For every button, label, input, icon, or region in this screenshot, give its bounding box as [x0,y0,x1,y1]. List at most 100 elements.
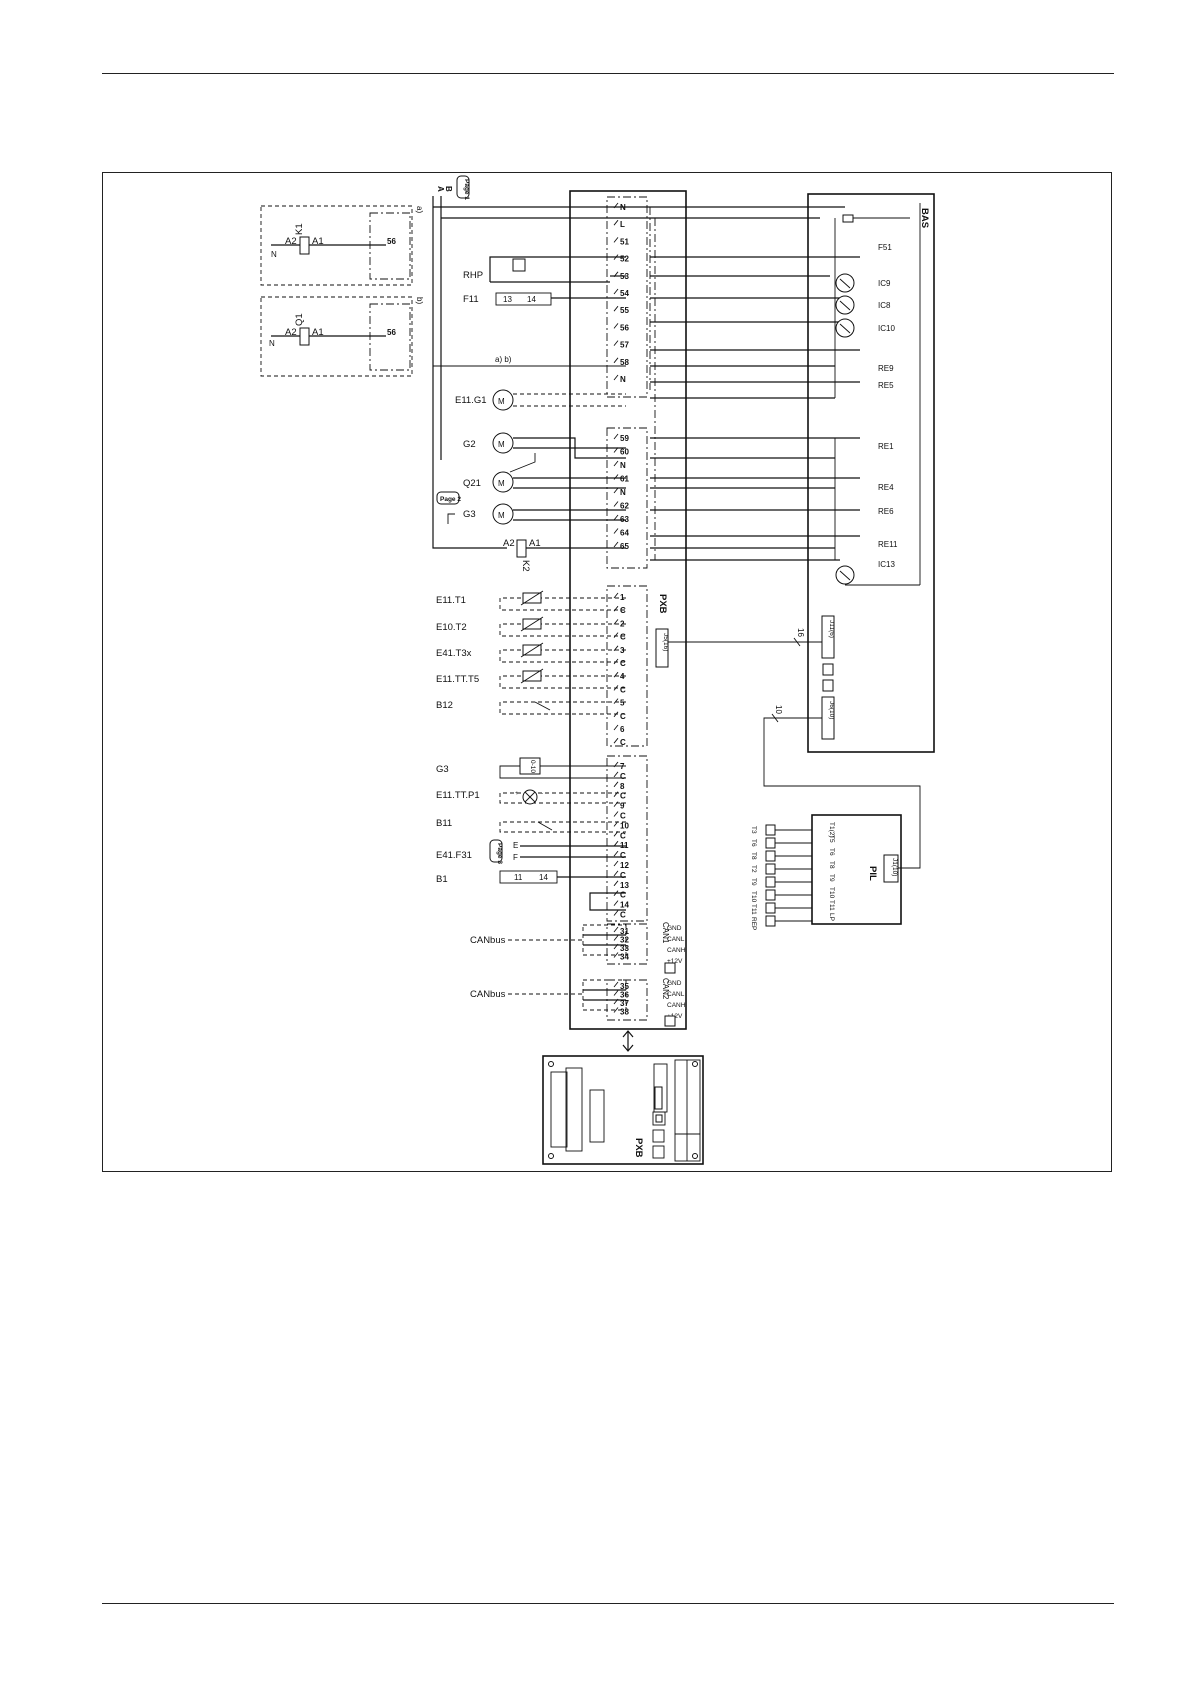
strip-to-bas-wires [650,218,860,561]
svg-text:B1: B1 [436,874,448,885]
svg-text:E11.TT.T5: E11.TT.T5 [436,674,479,685]
svg-text:B12: B12 [436,700,453,711]
terminal-sensor-3: C [620,633,626,642]
svg-text:Page 3: Page 3 [496,843,503,864]
terminal-io-15: C [620,911,626,920]
pil-sensor-3 [765,863,776,875]
terminal-top-tick-9 [613,357,619,364]
pil-sensor-7 [765,915,776,927]
terminal-sensor-tick-10 [613,724,619,731]
terminal-io-tick-12 [613,880,619,887]
terminal-io-tick-7 [613,831,619,837]
terminal-sensor-0: 1 [620,593,625,602]
terminal-mid-7: 64 [620,529,629,538]
svg-text:E41.T3x: E41.T3x [436,648,472,659]
pil-sensor-4 [765,876,776,888]
bas-item-ic10: IC10 [878,324,895,333]
can2-signal-0: GND [667,980,682,987]
pil-right-7: LP [828,913,835,921]
terminal-io-7: C [620,831,626,840]
svg-text:E11.T1: E11.T1 [436,595,466,606]
svg-text:14: 14 [527,295,536,304]
terminal-sensor-7: C [620,685,626,694]
svg-text:16: 16 [796,628,805,637]
bas-board: BAS J11(6) J6(10) [807,193,935,753]
pxb-conn: J5(16) [662,633,669,651]
bas-item-re4: RE4 [878,483,894,492]
pil-left-7: REP [750,917,757,930]
terminal-top-tick-7 [613,323,619,329]
terminal-mid-1: 60 [620,448,629,457]
terminal-mid-tick-0 [613,433,619,440]
svg-text:E: E [513,841,518,850]
terminal-sensor-2: 2 [620,619,625,628]
terminal-io-9: C [620,851,626,860]
pil-left-5: T10 [750,891,757,903]
pxb-board: PXB [542,1030,704,1165]
wire-a-label: A [436,186,445,192]
terminal-io-13: C [620,891,626,900]
terminal-io-tick-8 [613,840,619,847]
terminal-io-tick-10 [613,860,619,867]
label-rhp: RHP [463,270,483,281]
can2-signal-2: CANH [667,1002,686,1009]
bas-item-re6: RE6 [878,507,894,516]
terminal-top-3: 52 [620,255,629,264]
pil-sensor-6 [765,902,776,914]
terminal-top-7: 56 [620,323,629,332]
terminal-sensor-5: C [620,659,626,668]
svg-text:E10.T2: E10.T2 [436,622,467,633]
svg-text:M: M [498,397,505,406]
relay-k1-a2: A2 [285,236,297,247]
svg-text:Page 1: Page 1 [463,179,470,200]
terminal-io-11: C [620,871,626,880]
terminal-mid-tick-8 [613,541,619,548]
terminal-can1-0: 31 [620,927,629,936]
svg-text:Page 2: Page 2 [440,496,461,503]
terminal-mid-tick-1 [613,447,619,453]
terminal-io-tick-3 [613,791,619,797]
svg-text:+: + [515,790,519,797]
relay-q1-name: Q1 [294,313,305,326]
terminal-io-tick-13 [613,890,619,896]
pil-right-4: T9 [828,874,835,882]
relay-k1-name: K1 [294,223,305,235]
terminal-io-tick-4 [613,801,619,807]
svg-text:A2: A2 [285,327,297,338]
terminal-sensor-tick-4 [613,645,619,652]
terminal-sensor-tick-8 [613,698,619,704]
pil-left-1: T6 [750,839,757,847]
terminal-top-10: N [620,375,626,384]
canbus-group: CANbus CANbus [470,924,627,1011]
relay-k1-n: N [271,250,277,259]
pxb-label: PXB [657,594,668,614]
terminal-io-14: 14 [620,901,629,910]
terminal-top-tick-8 [613,340,619,346]
pil-left-6: T11 [750,904,757,915]
terminal-sensor-tick-7 [613,685,619,691]
svg-text:CANbus: CANbus [470,935,506,946]
relay-k1-a1: A1 [312,236,324,247]
wire-b-label: B [444,186,453,192]
terminal-top-4: 53 [620,272,629,281]
terminal-sensor-11: C [620,738,626,747]
terminal-labels: NL5152535455565758N5960N61N626364651C2C3… [613,202,629,1017]
terminal-sensor-tick-0 [613,592,619,599]
pil-title: PIL [867,866,878,881]
terminal-sensor-tick-1 [613,605,619,612]
terminal-io-4: 9 [620,802,625,811]
terminal-io-5: C [620,812,626,821]
svg-text:A2: A2 [503,538,515,549]
terminal-mid-6: 63 [620,515,629,524]
svg-text:E41.F31: E41.F31 [436,850,472,861]
pil-right-0: T1(2) [828,822,835,838]
pil-right-2: T6 [828,848,835,856]
terminal-top-tick-4 [613,271,619,278]
terminal-sensor-tick-11 [613,737,619,744]
svg-text:Q21: Q21 [463,478,481,489]
can1-label: CAN1 [661,922,670,944]
svg-text:G2: G2 [463,439,476,450]
terminal-io-12: 13 [620,881,629,890]
